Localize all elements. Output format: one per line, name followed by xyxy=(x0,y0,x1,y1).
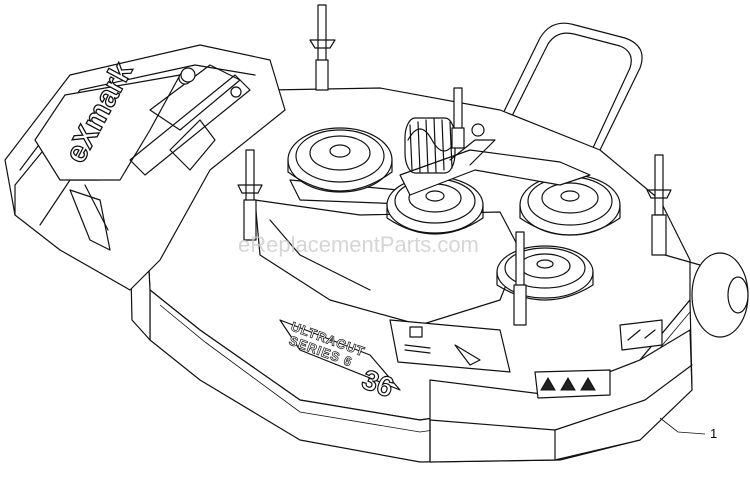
right-spindle-pulley xyxy=(519,174,621,236)
height-pin-center-right xyxy=(513,231,527,326)
belt-cover-hood: eXmark xyxy=(4,44,286,291)
warning-decal xyxy=(534,369,611,399)
left-spindle-pulley xyxy=(287,127,393,193)
watermark-text: eReplacementParts.com xyxy=(238,232,479,257)
badge-icon xyxy=(180,67,196,83)
callout-1-label: 1 xyxy=(710,426,717,441)
height-pin-rear-right xyxy=(451,87,465,149)
tension-spring xyxy=(404,117,457,174)
callout-1: 1 xyxy=(659,417,717,441)
instruction-decal xyxy=(389,319,511,373)
height-pin-front-right xyxy=(646,154,672,256)
anti-scalp-roller xyxy=(664,252,749,338)
idler-arm-assembly xyxy=(399,117,591,196)
side-decal xyxy=(619,319,663,351)
height-pin-rear-left xyxy=(309,4,336,91)
height-pin-front-left xyxy=(237,149,263,241)
deck-lift-handle xyxy=(489,22,643,151)
